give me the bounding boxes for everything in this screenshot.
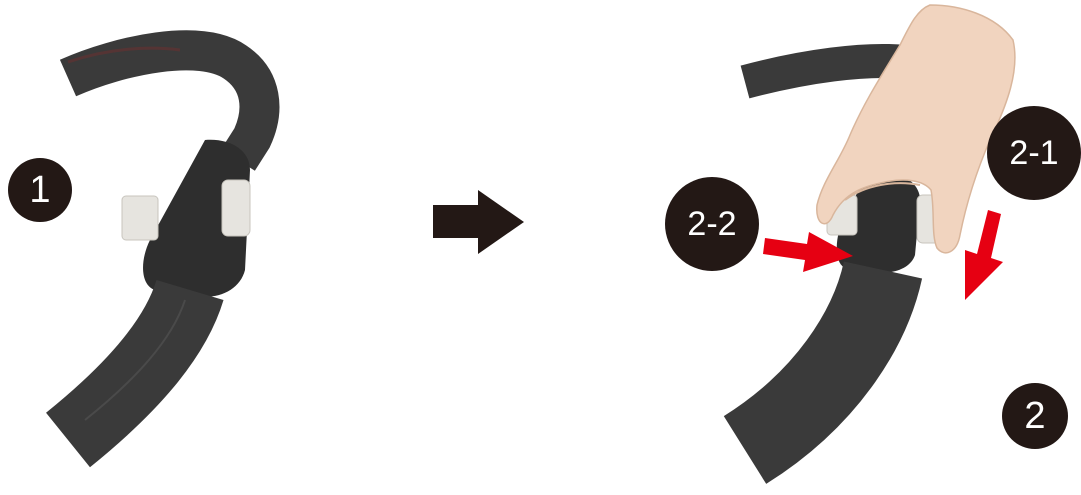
right-release-button — [222, 180, 250, 236]
step-2-1-badge: 2-1 — [987, 106, 1081, 200]
left-release-button — [122, 196, 158, 240]
step-2-label: 2 — [1024, 395, 1045, 438]
step-2-2-badge: 2-2 — [665, 177, 759, 271]
step-2-panel: 2-2 2-1 2 — [745, 0, 1081, 495]
arrow-right-icon — [433, 190, 524, 254]
step-1-badge: 1 — [8, 158, 72, 222]
step-2-1-label: 2-1 — [1009, 134, 1058, 173]
step-2-badge: 2 — [1002, 383, 1068, 449]
step-1-label: 1 — [29, 169, 50, 212]
handlebar-lower — [68, 290, 190, 440]
handlebar-folded-illustration — [0, 0, 300, 495]
red-arrow-icon — [965, 210, 1003, 300]
step-2-2-label: 2-2 — [687, 205, 736, 244]
step-1-panel: 1 — [0, 0, 300, 495]
handlebar-lower — [745, 270, 883, 450]
